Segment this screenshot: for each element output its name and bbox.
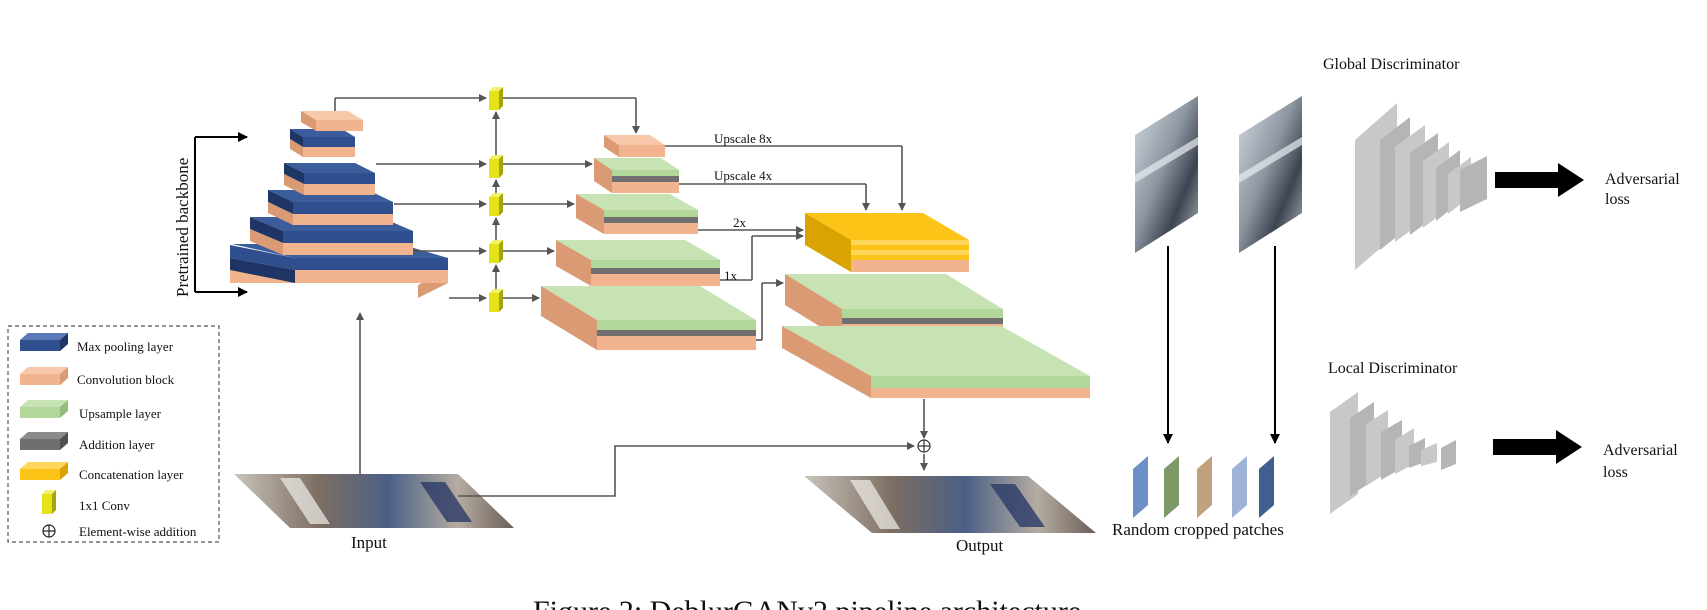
io-connections <box>356 312 928 497</box>
legend: Max pooling layer Convolution block Upsa… <box>7 325 220 543</box>
local-discriminator-label: Local Discriminator <box>1328 360 1458 377</box>
global-discriminator-label: Global Discriminator <box>1323 56 1460 73</box>
conv1x1-block <box>489 240 503 263</box>
conv1x1-block <box>489 289 503 312</box>
conv1x1-block <box>489 87 503 110</box>
legend-max-pool-icon <box>20 333 68 351</box>
fpn-connections <box>334 94 906 341</box>
discriminator-image-2 <box>1239 96 1302 253</box>
local-discriminator-network <box>1330 392 1456 514</box>
input-image <box>234 474 514 528</box>
random-patches <box>1133 456 1274 518</box>
legend-concat-icon <box>20 462 68 480</box>
conv1x1-column <box>489 87 503 312</box>
encoder-level-3 <box>268 190 393 225</box>
legend-elementwise-label: Element-wise addition <box>79 524 197 539</box>
concatenation-block <box>805 213 969 272</box>
legend-conv-label: Convolution block <box>77 372 175 387</box>
encoder-level-2 <box>284 163 375 195</box>
upscale-1x-label: 1x <box>724 268 738 283</box>
legend-addition-label: Addition layer <box>79 437 155 452</box>
backbone-label: Pretrained backbone <box>173 158 192 297</box>
legend-upsample-icon <box>20 400 68 418</box>
legend-max-pool-label: Max pooling layer <box>77 339 174 354</box>
discriminator-image-1 <box>1135 96 1198 253</box>
encoder-level-1 <box>290 129 355 157</box>
legend-elementwise-icon <box>42 524 56 538</box>
output-label: Output <box>956 536 1004 555</box>
decoder-level-5 <box>541 286 756 350</box>
upscale-4x-label: Upscale 4x <box>714 168 773 183</box>
encoder-top-conv <box>301 111 363 131</box>
legend-upsample-label: Upsample layer <box>79 406 162 421</box>
local-adversarial-loss-line1: Adversarial <box>1603 442 1678 459</box>
global-adversarial-loss-line2: loss <box>1605 191 1630 208</box>
random-patches-label: Random cropped patches <box>1112 520 1284 539</box>
global-adversarial-loss-line1: Adversarial <box>1605 171 1680 188</box>
legend-concat-label: Concatenation layer <box>79 467 184 482</box>
legend-conv1x1-label: 1x1 Conv <box>79 498 130 513</box>
legend-conv-icon <box>20 367 68 385</box>
fusion-upsample-2 <box>782 326 1090 398</box>
encoder-pyramid <box>230 111 448 298</box>
backbone-bracket <box>194 132 248 297</box>
decoder-top-conv <box>604 135 665 157</box>
global-discriminator-network <box>1355 103 1487 270</box>
upscale-8x-label: Upscale 8x <box>714 131 773 146</box>
fusion-upsample-1 <box>785 274 1003 340</box>
decoder-pyramid <box>541 135 756 350</box>
decoder-level-3 <box>576 194 698 234</box>
legend-conv1x1-icon <box>42 490 56 514</box>
local-adversarial-loss-line2: loss <box>1603 464 1628 481</box>
elementwise-addition-node <box>917 439 931 453</box>
fusion-stack <box>782 213 1090 398</box>
conv1x1-block <box>489 193 503 216</box>
global-output-arrow <box>1495 163 1584 197</box>
decoder-level-2 <box>594 158 679 193</box>
local-output-arrow <box>1493 430 1582 464</box>
legend-addition-icon <box>20 432 68 450</box>
conv1x1-block <box>489 155 503 178</box>
decoder-level-4 <box>556 240 720 286</box>
output-image <box>804 476 1096 533</box>
figure-caption: Figure 2: DeblurGANv2 pipeline architect… <box>533 595 1081 610</box>
input-label: Input <box>351 533 387 552</box>
legend-frame <box>7 325 220 543</box>
upscale-2x-label: 2x <box>733 215 747 230</box>
